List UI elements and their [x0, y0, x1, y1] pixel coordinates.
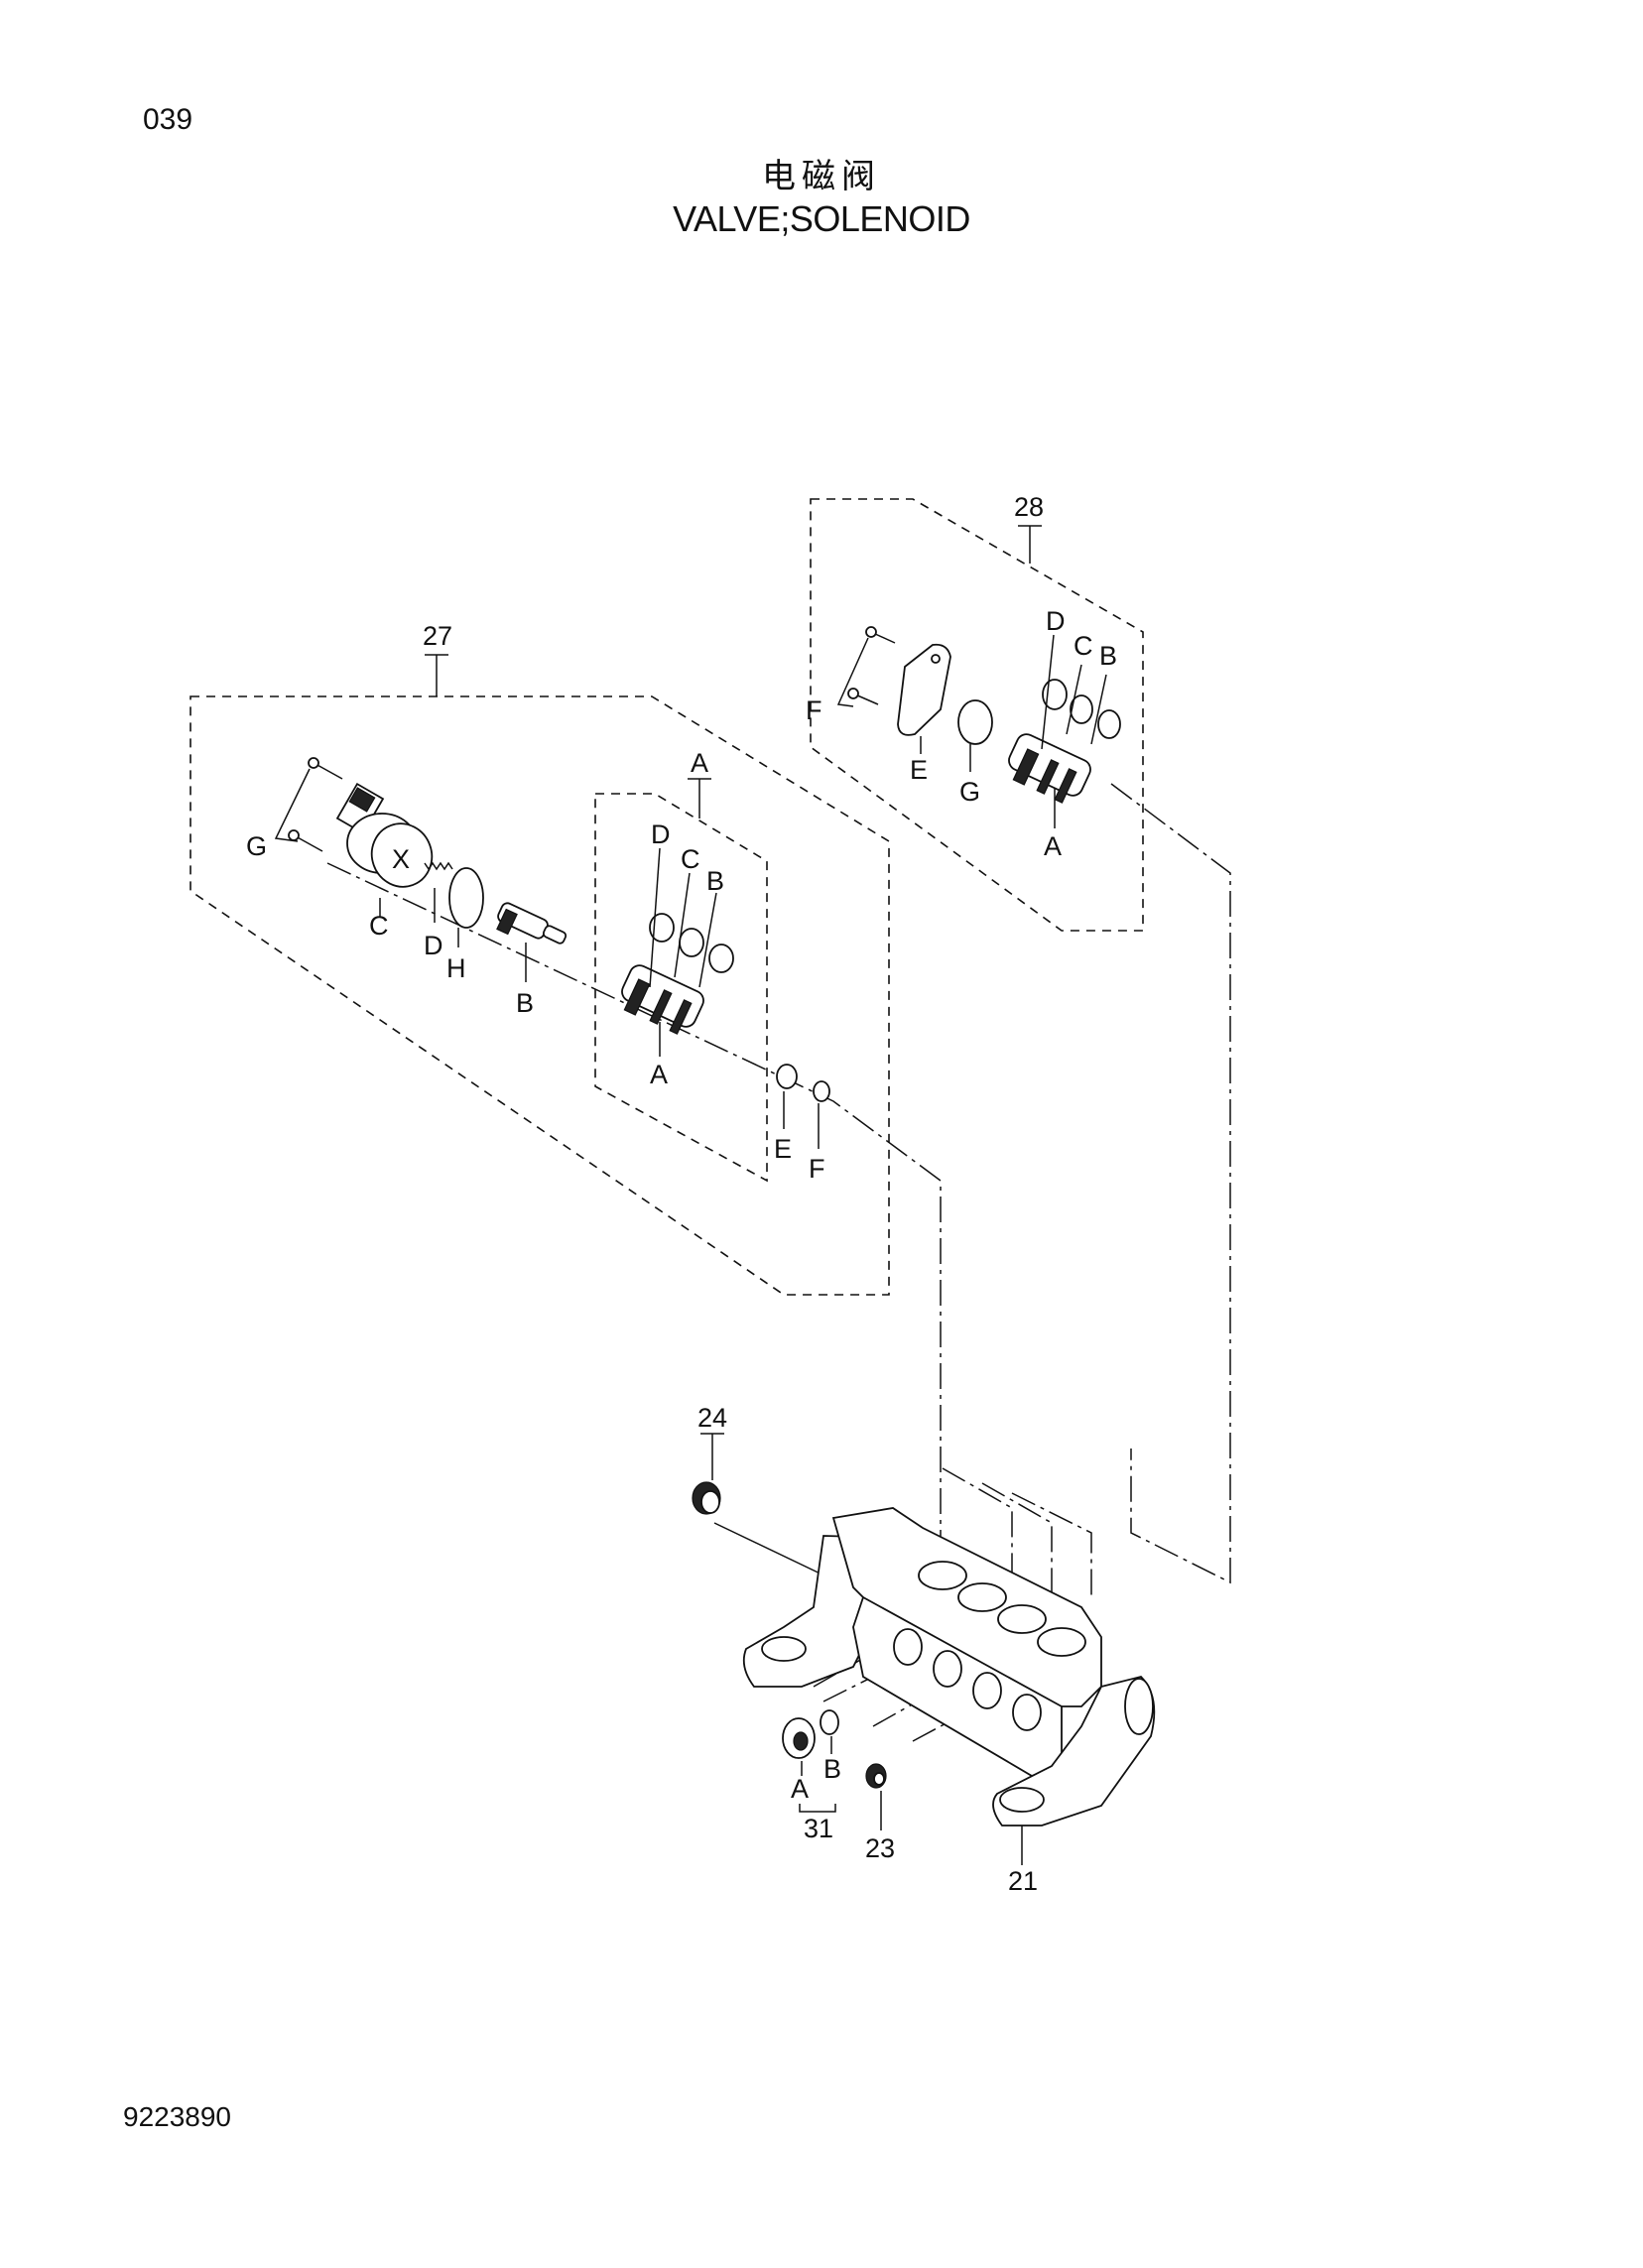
callout-27-e: E: [774, 1134, 792, 1164]
o-ring-28-c-icon: [1070, 694, 1093, 724]
cover-plate-icon: [897, 643, 951, 736]
solenoid-coil-icon: X: [335, 782, 434, 888]
centerline-27: [326, 862, 942, 1563]
screw-f-icon: [836, 626, 896, 707]
o-ring-e-icon: [776, 1064, 798, 1089]
valve-sleeve-icon: [621, 964, 704, 1035]
callout-27-f: F: [809, 1154, 825, 1184]
o-ring-f-icon: [813, 1080, 830, 1102]
screw-g-icon: [274, 757, 343, 852]
callout-24: 24: [697, 1403, 727, 1433]
callout-31-b: B: [823, 1754, 841, 1784]
o-ring-h-icon: [448, 867, 484, 929]
spring-icon: [424, 861, 453, 871]
callout-28-b: B: [1099, 641, 1117, 671]
document-number: 9223890: [123, 2101, 232, 2132]
plug-23-icon: [865, 1763, 887, 1789]
o-ring-d-icon: [649, 913, 675, 943]
o-ring-b-icon: [708, 944, 734, 973]
centerline-28: [1110, 783, 1231, 1584]
callout-27-h: H: [446, 953, 466, 983]
callout-sub-c: C: [681, 844, 700, 874]
spool-b-icon: [496, 902, 568, 945]
callout-21: 21: [1008, 1866, 1038, 1896]
callout-27-d: D: [424, 931, 443, 960]
plug-31-icon: [782, 1709, 839, 1759]
callout-28-d: D: [1046, 606, 1066, 636]
svg-text:X: X: [392, 844, 410, 874]
callout-sub-b: B: [706, 866, 724, 896]
callout-sub-a: A: [691, 748, 708, 778]
callout-27-g: G: [246, 831, 267, 861]
callout-31-a: A: [791, 1774, 809, 1804]
callout-sub-d: D: [651, 819, 671, 849]
valve-block-icon: [742, 1507, 1156, 1827]
callout-27-c: C: [369, 911, 389, 941]
subassembly-a-boundary: [594, 793, 768, 1183]
o-ring-c-icon: [679, 928, 704, 957]
assembly-28-boundary: [810, 498, 1144, 932]
callout-28-e: E: [910, 755, 928, 785]
title-chinese: 电磁阀: [762, 157, 881, 196]
page-number: 039: [143, 103, 193, 136]
callout-28-g: G: [959, 777, 980, 807]
plug-24-icon: [692, 1481, 721, 1515]
callout-28-c: C: [1074, 631, 1093, 661]
o-ring-28-b-icon: [1097, 709, 1121, 739]
valve-sleeve-28-icon: [1008, 733, 1091, 804]
centerline-ports: [942, 1467, 1013, 1587]
assembly-27-boundary: [190, 695, 890, 1296]
callout-27-b: B: [516, 988, 534, 1018]
callout-23: 23: [865, 1833, 895, 1863]
callout-28: 28: [1014, 492, 1044, 522]
callout-28-f: F: [806, 695, 822, 725]
title-english: VALVE;SOLENOID: [673, 198, 970, 239]
callout-sub-a-bottom: A: [650, 1060, 668, 1089]
callout-31: 31: [804, 1814, 833, 1843]
o-ring-g-icon: [957, 699, 993, 745]
callout-28-a: A: [1044, 831, 1062, 861]
callout-27: 27: [423, 621, 452, 651]
